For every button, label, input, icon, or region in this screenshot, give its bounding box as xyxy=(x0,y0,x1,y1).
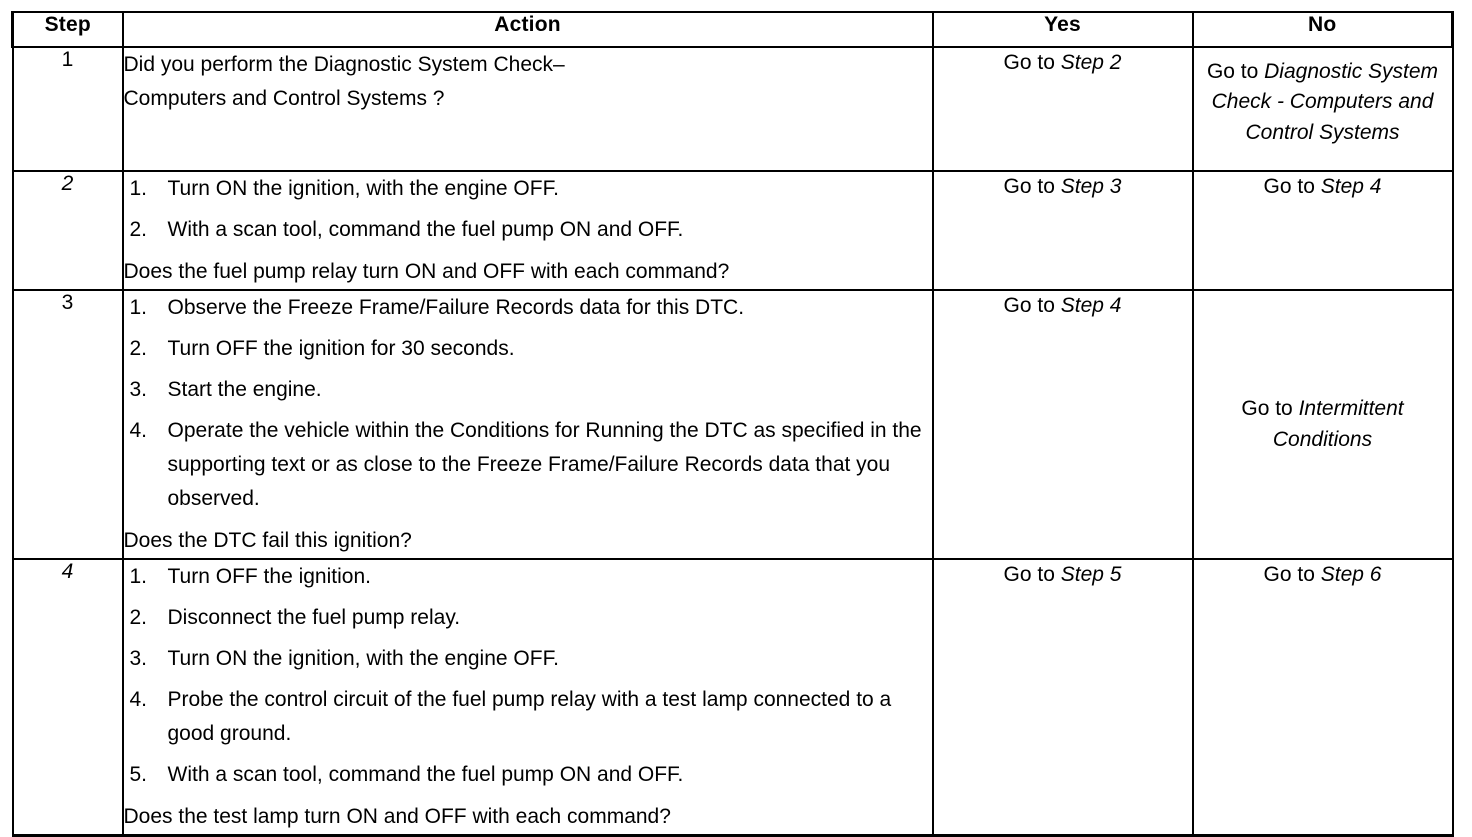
action-cell: 1. Observe the Freeze Frame/Failure Recor… xyxy=(121,289,934,561)
no-reference: Intermittent Conditions xyxy=(1272,397,1404,451)
step-number: 3 xyxy=(61,291,74,315)
list-text: With a scan tool, command the fuel pump … xyxy=(167,763,684,787)
action-step-list: 1. Turn OFF the ignition. 2. Disconnect th… xyxy=(124,560,932,792)
list-marker: 1. xyxy=(129,565,148,589)
no-prefix: Go to xyxy=(1263,563,1321,587)
list-item: 2. Turn OFF the ignition for 30 seconds. xyxy=(124,332,932,366)
header-row: Step Action Yes No xyxy=(11,11,1454,48)
column-header-yes: Yes xyxy=(931,11,1194,48)
table-row: 2 1. Turn ON the ignition, with the engin… xyxy=(11,169,1454,292)
list-marker: 4. xyxy=(129,419,148,443)
table-row: 3 1. Observe the Freeze Frame/Failure Rec… xyxy=(11,289,1454,561)
list-marker: 2. xyxy=(129,606,148,630)
no-prefix: Go to xyxy=(1206,60,1265,83)
no-prefix: Go to xyxy=(1263,175,1321,198)
no-answer: Go to Step 6 xyxy=(1194,560,1452,590)
yes-prefix: Go to xyxy=(1003,294,1061,318)
list-text: Turn OFF the ignition. xyxy=(167,565,371,589)
list-item: 4. Probe the control circuit of the fuel … xyxy=(124,683,932,751)
action-question: Does the test lamp turn ON and OFF with … xyxy=(123,805,671,829)
no-cell: Go to Step 6 xyxy=(1191,558,1454,837)
list-marker: 1. xyxy=(129,296,148,320)
yes-prefix: Go to xyxy=(1003,51,1061,74)
no-cell: Go to Step 4 xyxy=(1191,169,1454,292)
step-number: 1 xyxy=(61,48,74,71)
action-cell: 1. Turn ON the ignition, with the engine … xyxy=(121,169,934,292)
list-text: Turn ON the ignition, with the engine OF… xyxy=(167,647,559,671)
list-marker: 2. xyxy=(129,218,148,242)
list-text: With a scan tool, command the fuel pump … xyxy=(167,218,684,242)
yes-answer: Go to Step 4 xyxy=(934,291,1192,321)
no-cell: Go to Diagnostic System Check - Computer… xyxy=(1191,46,1454,172)
action-question: Does the fuel pump relay turn ON and OFF… xyxy=(123,260,730,284)
list-text: Observe the Freeze Frame/Failure Records… xyxy=(167,296,745,320)
column-header-action: Action xyxy=(121,11,934,48)
table-body: 1 Did you perform the Diagnostic System … xyxy=(11,46,1454,837)
list-marker: 5. xyxy=(129,763,148,787)
action-cell: 1. Turn OFF the ignition. 2. Disconnect th… xyxy=(121,558,934,837)
no-answer: Go to Intermittent Conditions xyxy=(1194,394,1452,455)
yes-answer: Go to Step 3 xyxy=(934,172,1192,202)
table-row: 4 1. Turn OFF the ignition. 2. Disconnect … xyxy=(11,558,1454,837)
list-item: 2. With a scan tool, command the fuel pum… xyxy=(124,213,932,247)
list-item: 5. With a scan tool, command the fuel pum… xyxy=(124,758,932,792)
no-reference: Step 4 xyxy=(1320,175,1382,198)
list-text: Disconnect the fuel pump relay. xyxy=(167,606,461,630)
list-text: Operate the vehicle within the Condition… xyxy=(167,419,922,511)
yes-reference: Step 5 xyxy=(1060,563,1122,587)
yes-answer: Go to Step 2 xyxy=(934,48,1192,78)
no-answer: Go to Step 4 xyxy=(1194,172,1452,202)
list-item: 1. Turn OFF the ignition. xyxy=(124,560,932,594)
action-lead-text: Did you perform the Diagnostic System Ch… xyxy=(123,53,565,111)
page-canvas: Step Action Yes No 1 Did you perform the… xyxy=(11,11,1454,837)
action-question: Does the DTC fail this ignition? xyxy=(123,529,412,553)
yes-reference: Step 4 xyxy=(1060,294,1122,318)
list-item: 3. Start the engine. xyxy=(124,373,932,407)
yes-reference: Step 3 xyxy=(1060,175,1122,198)
step-number: 4 xyxy=(61,560,74,584)
list-marker: 3. xyxy=(129,378,148,402)
step-number-cell: 4 xyxy=(11,558,124,837)
list-item: 1. Turn ON the ignition, with the engine … xyxy=(124,172,932,206)
no-reference: Diagnostic System Check - Computers and … xyxy=(1211,60,1439,144)
yes-answer: Go to Step 5 xyxy=(934,560,1192,590)
list-text: Turn ON the ignition, with the engine OF… xyxy=(167,177,559,200)
yes-prefix: Go to xyxy=(1003,563,1061,587)
no-cell: Go to Intermittent Conditions xyxy=(1191,289,1454,561)
yes-reference: Step 2 xyxy=(1060,51,1122,74)
yes-cell: Go to Step 5 xyxy=(931,558,1194,837)
list-marker: 4. xyxy=(129,688,148,712)
list-item: 2. Disconnect the fuel pump relay. xyxy=(124,601,932,635)
diagnostic-procedure-table: Step Action Yes No 1 Did you perform the… xyxy=(11,11,1454,837)
step-number-cell: 3 xyxy=(11,289,124,561)
yes-cell: Go to Step 3 xyxy=(931,169,1194,292)
list-item: 3. Turn ON the ignition, with the engine … xyxy=(124,642,932,676)
list-item: 4. Operate the vehicle within the Conditi… xyxy=(124,414,932,516)
list-text: Probe the control circuit of the fuel pu… xyxy=(167,688,892,746)
action-step-list: 1. Turn ON the ignition, with the engine … xyxy=(124,172,932,247)
list-text: Start the engine. xyxy=(167,378,322,402)
action-step-list: 1. Observe the Freeze Frame/Failure Recor… xyxy=(124,291,932,516)
list-marker: 2. xyxy=(129,337,148,361)
yes-cell: Go to Step 4 xyxy=(931,289,1194,561)
step-number: 2 xyxy=(61,172,74,195)
column-header-no: No xyxy=(1191,11,1454,48)
table-row: 1 Did you perform the Diagnostic System … xyxy=(11,46,1454,172)
list-marker: 1. xyxy=(129,177,148,200)
yes-prefix: Go to xyxy=(1003,175,1061,198)
no-reference: Step 6 xyxy=(1320,563,1382,587)
list-text: Turn OFF the ignition for 30 seconds. xyxy=(167,337,515,361)
list-marker: 3. xyxy=(129,647,148,671)
step-number-cell: 1 xyxy=(11,46,124,172)
no-prefix: Go to xyxy=(1241,397,1299,421)
yes-cell: Go to Step 2 xyxy=(931,46,1194,172)
table-header: Step Action Yes No xyxy=(11,11,1454,48)
list-item: 1. Observe the Freeze Frame/Failure Recor… xyxy=(124,291,932,325)
step-number-cell: 2 xyxy=(11,169,124,292)
column-header-step: Step xyxy=(11,11,124,48)
action-cell: Did you perform the Diagnostic System Ch… xyxy=(121,46,934,172)
no-answer: Go to Diagnostic System Check - Computer… xyxy=(1194,57,1452,148)
